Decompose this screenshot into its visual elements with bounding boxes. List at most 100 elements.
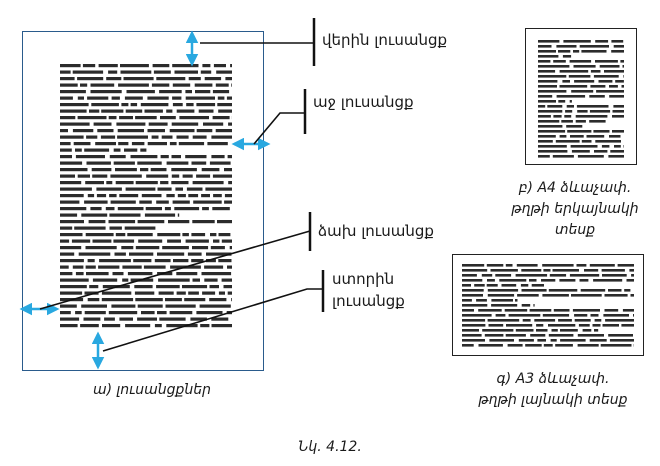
text-line-segment [92, 278, 118, 282]
text-line-segment [60, 129, 68, 133]
text-line-segment [221, 278, 232, 282]
text-line-segment [538, 90, 567, 93]
text-line-segment [576, 264, 587, 267]
text-line-segment [172, 83, 191, 87]
text-line-segment [194, 83, 213, 87]
text-line-segment [115, 168, 137, 172]
text-line-segment [147, 142, 167, 146]
text-line-segment [200, 70, 212, 74]
text-line-segment [60, 103, 89, 107]
text-line-segment [213, 239, 220, 243]
text-line-segment [210, 246, 225, 250]
text-line-segment [98, 265, 120, 269]
text-line-segment [147, 96, 169, 100]
text-line-segment [462, 264, 485, 267]
text-line-segment [230, 64, 232, 68]
text-line-segment [87, 298, 100, 302]
text-line-segment [531, 284, 544, 287]
text-line-segment [506, 324, 533, 327]
text-line-segment [613, 105, 624, 108]
text-line-segment [182, 233, 189, 237]
text-line-segment [231, 298, 232, 302]
text-line-segment [462, 314, 492, 317]
text-line-segment [538, 120, 560, 123]
text-line-segment [210, 233, 217, 237]
text-line-segment [590, 314, 599, 317]
text-line-segment [60, 194, 84, 198]
text-line-segment [191, 161, 207, 165]
text-line-segment [85, 246, 117, 250]
figure-caption: Նկ. 4.12. [298, 439, 362, 455]
text-line-segment [601, 145, 610, 148]
text-line-segment [550, 339, 557, 342]
text-line-segment [462, 289, 484, 292]
text-line-segment [109, 226, 122, 230]
text-line-segment [176, 135, 189, 139]
text-line-segment [478, 344, 503, 347]
text-line-segment [538, 55, 559, 58]
text-line-segment [538, 110, 563, 113]
text-line-segment [185, 155, 207, 159]
text-line-segment [196, 129, 213, 133]
text-line-segment [553, 60, 566, 63]
text-line-segment [592, 324, 601, 327]
text-line-segment [160, 181, 169, 185]
text-line-segment [159, 317, 186, 321]
text-line-segment [124, 226, 156, 230]
text-line-segment [60, 181, 82, 185]
text-line-segment [589, 339, 607, 342]
text-line-segment [629, 269, 634, 272]
text-line-segment [205, 187, 232, 191]
text-line-segment [561, 120, 573, 123]
text-line-segment [89, 109, 100, 113]
text-line-segment [547, 105, 563, 108]
text-line-segment [148, 122, 168, 126]
text-line-segment [571, 294, 602, 297]
text-line-segment [611, 50, 624, 53]
text-line-segment [196, 103, 216, 107]
text-line-segment [117, 135, 148, 139]
text-line-segment [113, 148, 121, 152]
text-line-segment [165, 298, 182, 302]
text-line-segment [481, 274, 493, 277]
text-line-segment [615, 80, 624, 83]
text-line-segment [176, 272, 198, 276]
text-line-segment [577, 334, 604, 337]
text-line-segment [487, 319, 520, 322]
text-line-segment [125, 109, 143, 113]
text-line-segment [60, 324, 78, 328]
text-line-segment [538, 100, 556, 103]
bottom-margin-label-line2: լուսանցք [332, 292, 405, 310]
text-line-segment [484, 334, 504, 337]
text-line-segment [129, 252, 154, 256]
text-line-segment [609, 135, 621, 138]
text-line-segment [548, 334, 574, 337]
text-line-segment [598, 80, 613, 83]
text-line-segment [203, 122, 224, 126]
text-line-segment [198, 109, 214, 113]
text-line-segment [185, 239, 209, 243]
text-line-segment [517, 294, 539, 297]
text-line-segment [73, 142, 91, 146]
text-line-segment [88, 220, 106, 224]
text-line-segment [595, 140, 621, 143]
text-line-segment [196, 311, 223, 315]
text-line-segment [474, 284, 485, 287]
text-line-segment [137, 161, 162, 165]
text-line-segment [489, 339, 514, 342]
text-line-segment [559, 279, 576, 282]
text-line-segment [108, 311, 138, 315]
text-line-segment [122, 265, 142, 269]
text-line-segment [560, 339, 586, 342]
text-line-segment [60, 148, 72, 152]
text-line-segment [173, 259, 189, 263]
text-line-segment [611, 40, 624, 43]
text-line-segment [172, 103, 183, 107]
text-line-segment [602, 274, 627, 277]
text-line-segment [608, 289, 622, 292]
text-line-segment [227, 291, 232, 295]
text-line-segment [521, 269, 542, 272]
text-line-segment [127, 272, 153, 276]
text-line-segment [138, 239, 163, 243]
text-line-segment [177, 194, 186, 198]
